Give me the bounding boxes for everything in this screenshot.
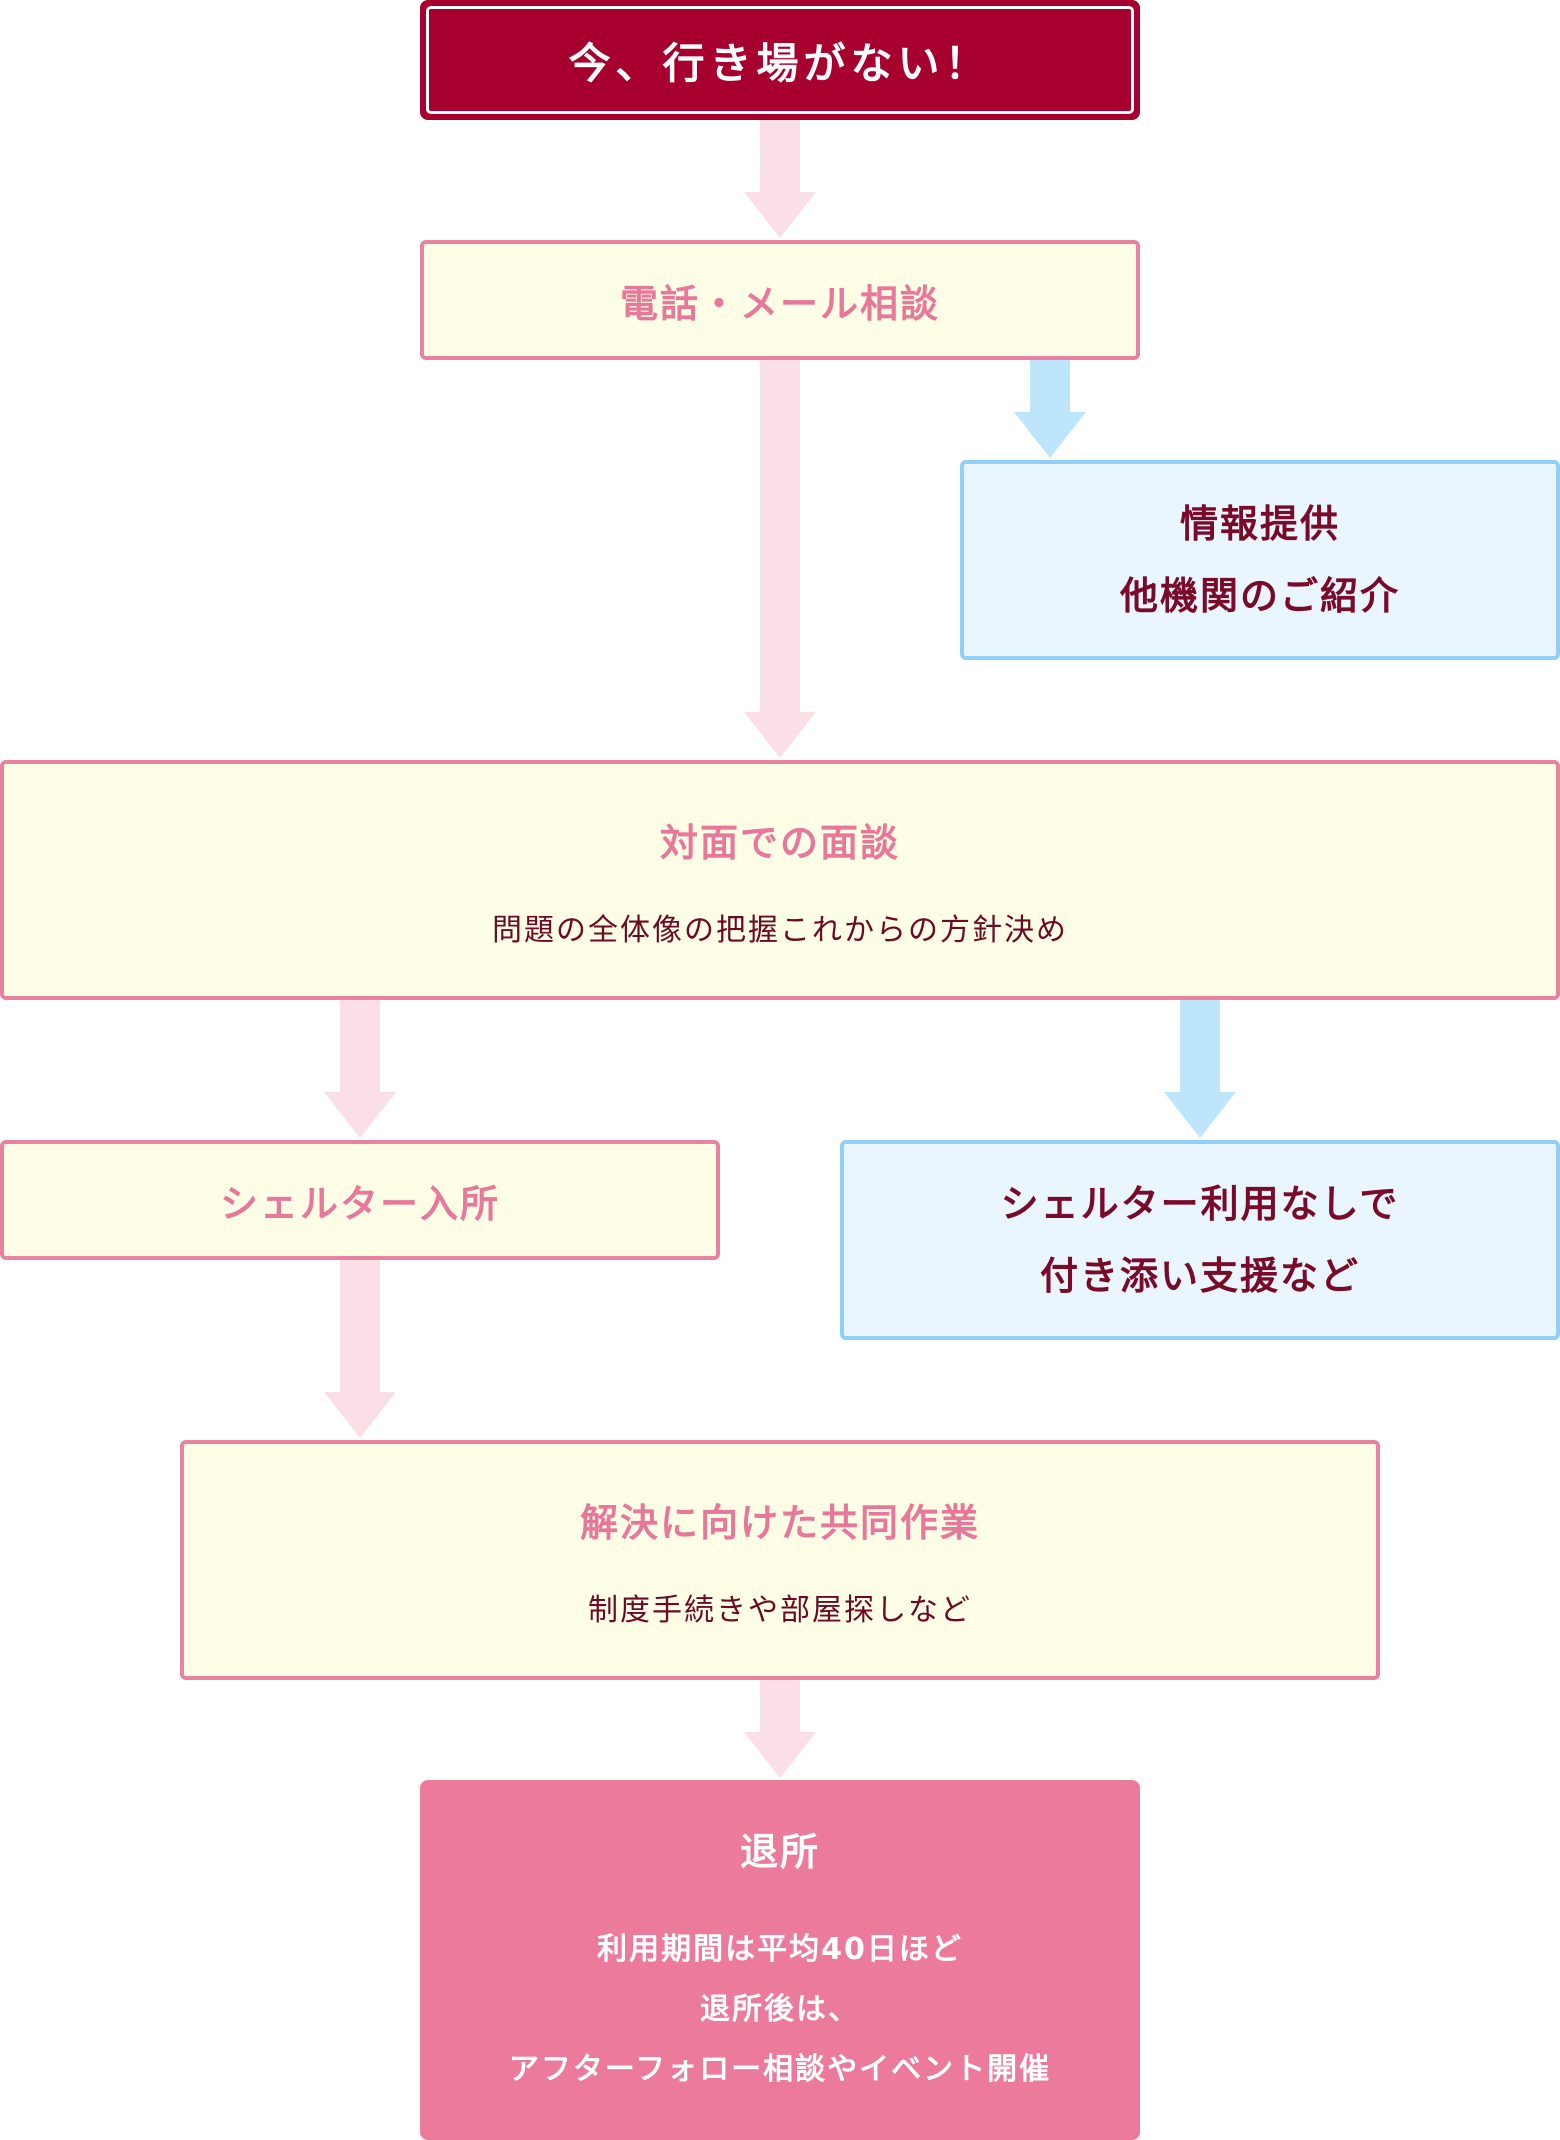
exit-node: 退所 利用期間は平均40日ほど 退所後は、 アフターフォロー相談やイベント開催 (420, 1780, 1140, 2140)
shelter-in-label: シェルター入所 (219, 1181, 500, 1226)
info-line-2: 他機関のご紹介 (1119, 574, 1400, 618)
exit-line-1: 利用期間は平均40日ほど (597, 1931, 963, 1967)
arrow-phone-to-interview (744, 360, 816, 758)
phone-mail-label: 電話・メール相談 (619, 281, 940, 326)
arrow-interview-to-shelter (324, 1000, 396, 1138)
arrow-joint-to-exit (744, 1680, 816, 1778)
info-line-1: 情報提供 (1179, 502, 1340, 546)
arrow-start-to-phone (744, 120, 816, 238)
joint-work-node: 解決に向けた共同作業 制度手続きや部屋探しなど (180, 1440, 1380, 1680)
joint-work-title: 解決に向けた共同作業 (579, 1500, 980, 1545)
interview-node: 対面での面談 問題の全体像の把握これからの方針決め (0, 760, 1560, 1000)
no-shelter-line-2: 付き添い支援など (1039, 1254, 1360, 1298)
exit-line-2: 退所後は、 (700, 1991, 860, 2027)
arrow-phone-to-info (1014, 360, 1086, 458)
arrow-shelter-to-joint (324, 1260, 396, 1438)
start-node: 今、行き場がない！ (420, 0, 1140, 120)
phone-mail-node: 電話・メール相談 (420, 240, 1140, 360)
shelter-in-node: シェルター入所 (0, 1140, 720, 1260)
start-label: 今、行き場がない！ (426, 6, 1134, 114)
interview-title: 対面での面談 (659, 820, 900, 865)
no-shelter-node: シェルター利用なしで 付き添い支援など (840, 1140, 1560, 1340)
interview-sub: 問題の全体像の把握これからの方針決め (492, 912, 1068, 948)
joint-work-sub: 制度手続きや部屋探しなど (588, 1592, 972, 1628)
exit-title: 退所 (739, 1829, 820, 1874)
no-shelter-line-1: シェルター利用なしで (1000, 1182, 1400, 1226)
arrow-interview-to-no-shelter (1164, 1000, 1236, 1138)
info-node: 情報提供 他機関のご紹介 (960, 460, 1560, 660)
exit-line-3: アフターフォロー相談やイベント開催 (508, 2051, 1052, 2087)
